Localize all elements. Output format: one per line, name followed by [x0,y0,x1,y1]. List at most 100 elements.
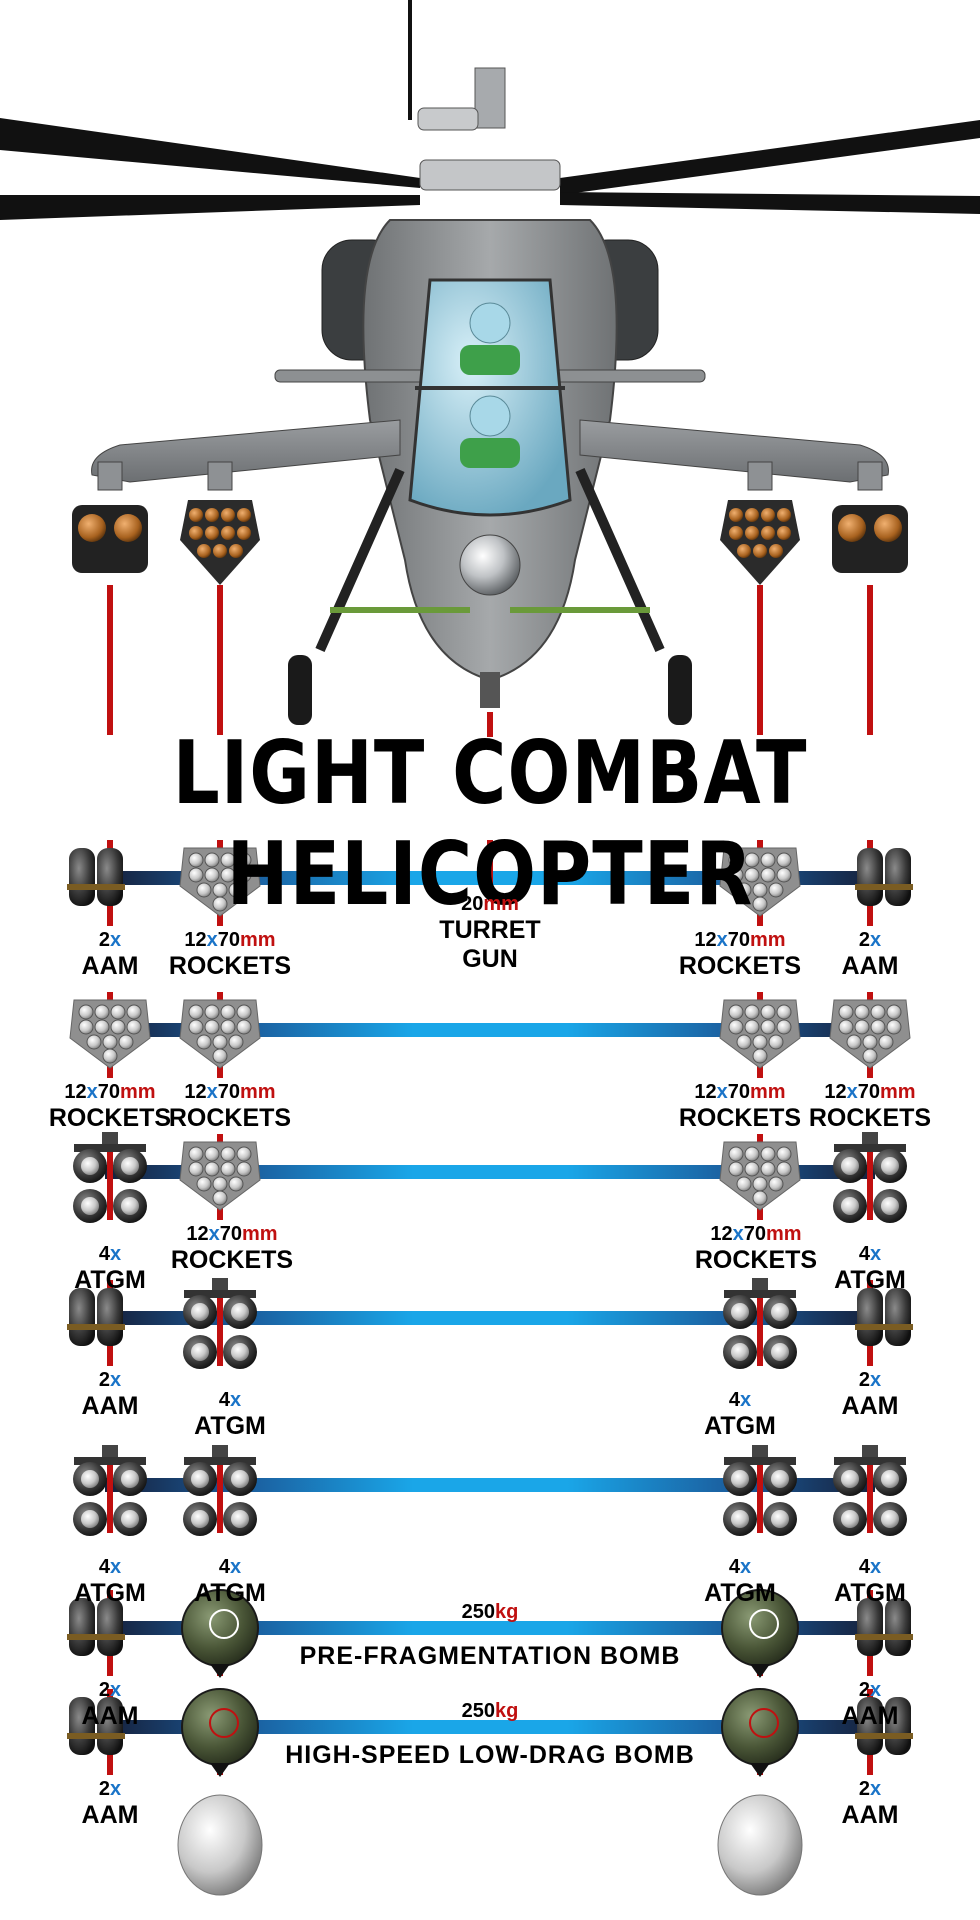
gun-label: 20mm TURRET GUN [439,892,540,974]
quantity: 12 [184,1081,207,1103]
pylon-line [217,1447,223,1533]
outer-left-aam-name: AAM [81,1702,139,1730]
turret-gun [480,672,500,708]
inner-pylon-pod-left [180,500,260,585]
outer-right-rockets-name: ROCKETS [808,1104,932,1132]
inner-right-rockets-spec: 12x70mm [695,1222,817,1246]
outer-right-aam-name: AAM [841,1702,899,1730]
inner-right-rockets-spec: 12x70mm [679,1080,801,1104]
unit: mm [766,1223,802,1245]
outer-left-atgm-name: ATGM [74,1579,146,1607]
caliber: 70 [217,1081,241,1103]
outer-left-aam-spec: 2x [82,928,139,952]
gunner-helmet [469,395,511,437]
loadout-row [69,992,911,1078]
unit: mm [750,929,786,951]
bomb-fin-assembly [717,1794,803,1896]
helicopter [0,0,980,725]
outer-right-aam-name: AAM [841,1801,899,1829]
caliber: 70 [743,1223,767,1245]
inner-left-rockets-spec: 12x70mm [171,1222,293,1246]
quantity: 4 [728,1389,740,1411]
quantity: 4 [728,1556,740,1578]
inner-left-rockets-spec: 12x70mm [169,1080,291,1104]
bomb [181,1688,259,1766]
outer-left-aam-name: AAM [81,1801,139,1829]
loadout-row [67,1589,913,1678]
caliber: 70 [857,1081,881,1103]
inner-right-rockets-name: ROCKETS [678,1104,802,1132]
loadout-rail [105,1720,875,1734]
quantity: 2 [858,1778,870,1800]
multiplier: x [230,1556,242,1578]
wheel-left [288,655,312,725]
aam-missile [69,1697,95,1755]
aam-missile [69,1288,95,1346]
aam-missile [97,1598,123,1656]
pylon-line [757,1447,763,1533]
inner-right-atgm-spec: 4x [704,1388,776,1412]
inner-right-atgm-spec: 4x [704,1555,776,1579]
outer-left-atgm-name: ATGM [74,1266,146,1294]
nose-sensor [459,534,521,596]
inner-right-rockets-name: ROCKETS [694,1246,818,1274]
outer-right-atgm-spec: 4x [834,1242,906,1266]
quantity: 4 [98,1243,110,1265]
aam-missile [857,1697,883,1755]
multiplier: x [110,1556,122,1578]
quantity: 12 [184,929,207,951]
quantity: 12 [64,1081,87,1103]
bomb [721,1688,799,1766]
caliber: 70 [727,929,751,951]
pylon-line [107,1134,113,1220]
multiplier: x [110,1679,122,1701]
quantity: 4 [858,1243,870,1265]
rotor-blade-right-upper [560,120,980,195]
gun-name-line2: GUN [462,945,518,973]
page-title: LIGHT COMBAT HELICOPTER [172,722,808,926]
multiplier: x [870,1778,882,1800]
bomb-weight-unit: kg [495,1601,519,1623]
loadout-row [67,1688,913,1896]
multiplier: x [740,1389,752,1411]
aam-missile [857,848,883,906]
quantity: 12 [186,1223,209,1245]
aam-missile [97,1288,123,1346]
pylon-line [757,585,763,735]
loadout-rail [105,1478,875,1492]
multiplier: x [870,1679,882,1701]
bomb-name: PRE-FRAGMENTATION BOMB [299,1642,681,1670]
multiplier: x [206,929,218,951]
quantity: 2 [98,929,110,951]
aam-missile [885,1697,911,1755]
unit: mm [750,1081,786,1103]
pylon-line [107,585,113,735]
inner-right-atgm-name: ATGM [704,1412,776,1440]
rotor-blade-left-lower [0,195,420,220]
pylon-line [107,1447,113,1533]
bomb-weight-value: 250 [461,1700,496,1722]
wheel-right [668,655,692,725]
rotor-mast [474,67,506,129]
multiplier: x [206,1081,218,1103]
pylon-line [487,840,493,888]
bomb-weight: 250kg [462,1695,519,1724]
bomb-name: HIGH-SPEED LOW-DRAG BOMB [285,1741,695,1769]
rotor-hub [419,159,561,191]
multiplier: x [740,1556,752,1578]
